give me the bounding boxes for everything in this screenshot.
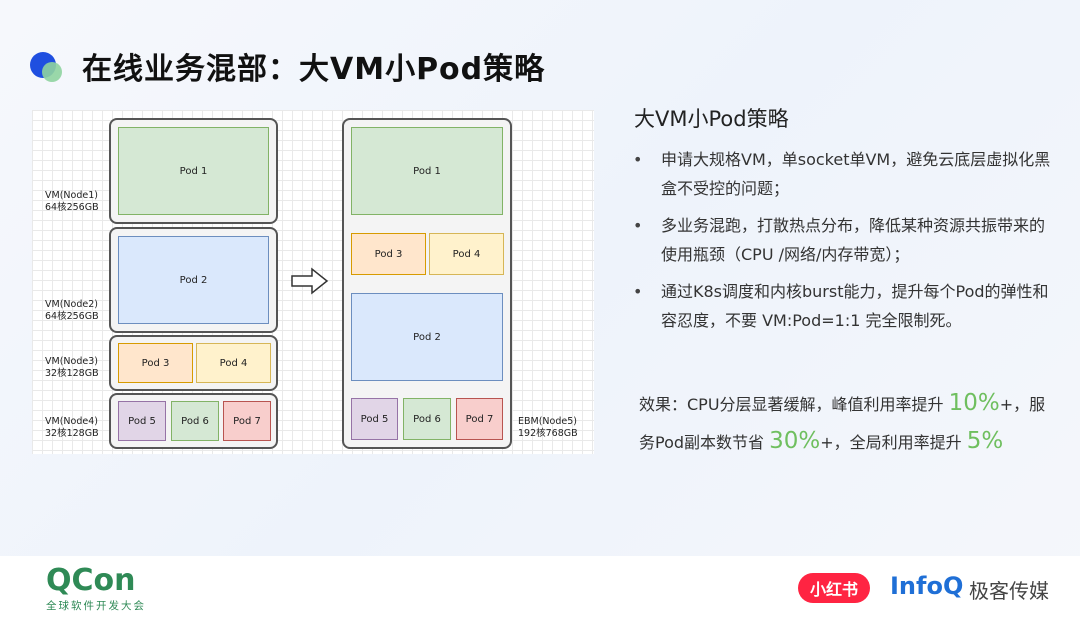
infoq-logo: InfoQ: [890, 572, 964, 600]
qcon-logo: QCon: [46, 563, 136, 598]
pod-3-merged: Pod 3: [351, 233, 426, 275]
node5-label: EBM(Node5)192核768GB: [518, 416, 578, 439]
pod-1-merged: Pod 1: [351, 127, 503, 215]
pod-3: Pod 3: [118, 343, 193, 383]
pod-6-merged: Pod 6: [403, 398, 451, 440]
pod-1: Pod 1: [118, 127, 269, 215]
slide-title: 在线业务混部：大VM小Pod策略: [82, 52, 546, 87]
pod-6: Pod 6: [171, 401, 219, 441]
title-decoration-icon: [30, 48, 70, 84]
node4-label: VM(Node4)32核128GB: [45, 416, 99, 439]
effect-value-2: 30%: [769, 428, 821, 454]
pod-4: Pod 4: [196, 343, 271, 383]
effect-value-1: 10%: [948, 390, 1000, 416]
architecture-diagram: Pod 1 Pod 2 Pod 3 Pod 4 Pod 5 Pod 6 Pod …: [32, 110, 594, 454]
pod-7-merged: Pod 7: [456, 398, 503, 440]
effect-summary: 效果：CPU分层显著缓解，峰值利用率提升 10%+，服务Pod副本数节省 30%…: [639, 390, 1046, 454]
pod-4-merged: Pod 4: [429, 233, 504, 275]
bullet-item: 申请大规格VM，单socket单VM，避免云底层虚拟化黑盒不受控的问题；: [633, 145, 1053, 203]
ebm-node5-box: Pod 1 Pod 3 Pod 4 Pod 2 Pod 5 Pod 6 Pod …: [342, 118, 512, 449]
bullet-item: 通过K8s调度和内核burst能力，提升每个Pod的弹性和容忍度，不要 VM:P…: [633, 277, 1053, 335]
pod-5: Pod 5: [118, 401, 166, 441]
geekmedia-logo-text: 极客传媒: [969, 579, 1049, 603]
node1-label: VM(Node1)64核256GB: [45, 190, 99, 213]
vm-node2-box: Pod 2: [109, 227, 278, 333]
footer-bar: [0, 556, 1080, 618]
vm-node4-box: Pod 5 Pod 6 Pod 7: [109, 393, 278, 449]
pod-7: Pod 7: [223, 401, 271, 441]
pod-2: Pod 2: [118, 236, 269, 324]
pod-5-merged: Pod 5: [351, 398, 398, 440]
strategy-heading: 大VM小Pod策略: [634, 107, 789, 131]
qcon-subtitle: 全球软件开发大会: [46, 600, 146, 612]
node2-label: VM(Node2)64核256GB: [45, 299, 99, 322]
vm-node3-box: Pod 3 Pod 4: [109, 335, 278, 391]
pod-2-merged: Pod 2: [351, 293, 503, 381]
effect-value-3: 5%: [966, 428, 1004, 454]
vm-node1-box: Pod 1: [109, 118, 278, 224]
bullet-item: 多业务混跑，打散热点分布，降低某种资源共振带来的使用瓶颈（CPU /网络/内存带…: [633, 211, 1053, 269]
xiaohongshu-logo: 小红书: [798, 573, 870, 603]
node3-label: VM(Node3)32核128GB: [45, 356, 99, 379]
arrow-right-icon: [291, 267, 329, 295]
strategy-bullet-list: 申请大规格VM，单socket单VM，避免云底层虚拟化黑盒不受控的问题； 多业务…: [633, 145, 1053, 343]
